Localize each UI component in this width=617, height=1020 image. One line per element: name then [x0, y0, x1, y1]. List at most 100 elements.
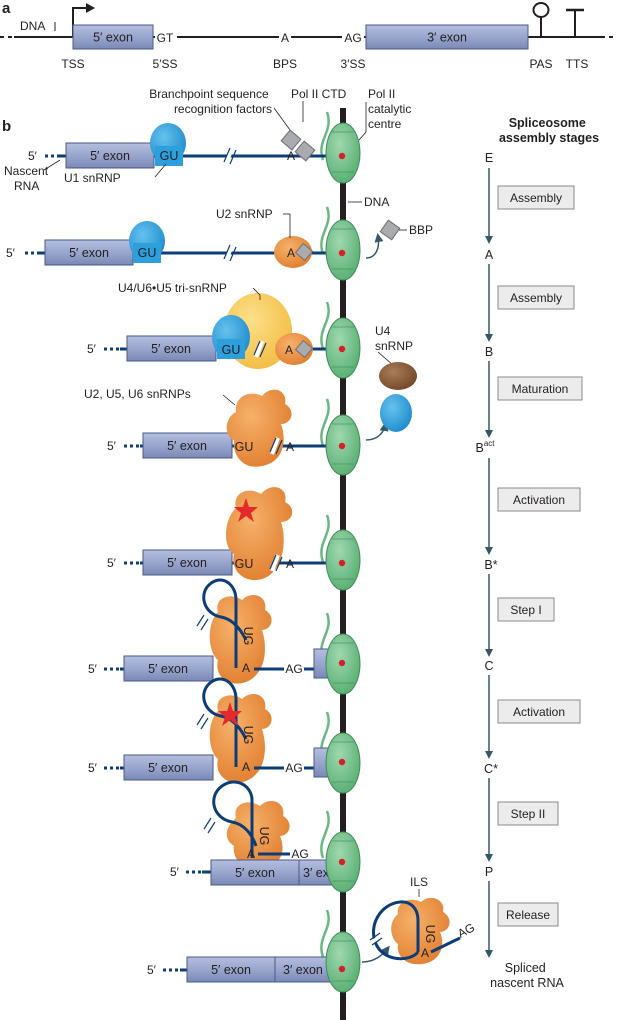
gu-label: GU	[235, 440, 254, 454]
exon-5	[186, 956, 276, 983]
step-label: Activation	[513, 705, 565, 719]
exon-3-label-a: 3′ exon	[427, 31, 467, 45]
a-label: A	[287, 246, 295, 260]
pol-ctd-tail	[320, 514, 330, 563]
u4-leader	[377, 351, 394, 366]
pol-ii	[325, 931, 361, 993]
dna-label: DNA	[20, 19, 45, 33]
catalytic-centre-dot	[338, 758, 346, 766]
ss3-label: 3′SS	[341, 57, 366, 71]
row-p: 5′ UG A AG 5′ exon 3′ exon	[170, 780, 361, 893]
exon-5-label: 5′ exon	[211, 963, 251, 977]
gu-label: GU	[138, 246, 157, 260]
pol-ctd-tail	[320, 810, 330, 859]
bp-factor-diamond	[294, 339, 314, 359]
u1-base	[217, 339, 245, 359]
stages-header: Spliceosome assembly stages	[499, 116, 599, 145]
step-label: Activation	[513, 493, 565, 507]
five-prime-label: 5′	[28, 149, 38, 163]
u4-snrnp-label: U4 snRNP	[375, 324, 413, 353]
break-mark-right	[200, 717, 209, 730]
catalytic-centre-dot	[338, 345, 346, 353]
tts-label: TTS	[566, 57, 589, 71]
ag-knockout	[342, 28, 364, 46]
ag-label: AG	[291, 847, 308, 861]
ug-label: UG	[257, 827, 271, 846]
pas-label: PAS	[529, 57, 552, 71]
stage-label-e: E	[485, 151, 493, 165]
bps-label: BPS	[273, 57, 297, 71]
break-mark-left	[269, 554, 277, 570]
u1-release-arrow	[365, 422, 389, 441]
ss5-label: 5′SS	[153, 57, 178, 71]
u1-leader	[154, 163, 167, 178]
five-prime-label: 5′	[88, 761, 98, 775]
a-label: A	[287, 149, 295, 163]
a-label: A	[286, 440, 294, 454]
break-mark-right	[259, 342, 267, 358]
exon-5-label: 5′ exon	[148, 761, 188, 775]
nascent-leader	[43, 159, 61, 171]
break-mark-knockout	[224, 147, 234, 165]
tss-arrowhead-icon	[86, 3, 95, 13]
step-label: Release	[506, 908, 550, 922]
break-mark-knockout	[196, 714, 208, 730]
a-label: A	[285, 343, 293, 357]
released-u1-snrnp	[380, 394, 412, 432]
gt-label: GT	[157, 31, 174, 45]
step-box-step-i: Step I	[497, 597, 555, 622]
bbp-release-arrow	[365, 233, 384, 259]
ug-label: UG	[241, 627, 255, 646]
u1-snrnp-label: U1 snRNP	[64, 171, 121, 185]
stage-label-bstar: B*	[484, 558, 497, 572]
stage-label-c: C	[484, 659, 493, 673]
a-label: A	[247, 847, 255, 861]
step-label: Step II	[511, 807, 546, 821]
ils-lariat	[372, 900, 420, 961]
step-label: Assembly	[510, 291, 562, 305]
u1-base	[133, 243, 161, 263]
a-knockout	[279, 28, 291, 46]
break-mark-right	[275, 556, 283, 572]
break-mark-right	[371, 937, 383, 946]
u4-snrnp	[379, 362, 417, 390]
panel-letter-b: b	[2, 118, 11, 135]
exon-5-a	[72, 24, 154, 50]
exon-5-label: 5′ exon	[167, 556, 207, 570]
bp-factor-diamond	[294, 140, 316, 162]
exon-3-a	[365, 24, 529, 50]
step-box-activation-1: Activation	[497, 487, 581, 512]
step-box-maturation: Maturation	[497, 376, 583, 401]
exon-5-label: 5′ exon	[235, 866, 275, 880]
break-mark-left	[253, 340, 261, 356]
row-b: 5′ 5′ exon GU A U4/U6•U5 tri-snRNP U4 sn…	[87, 281, 417, 390]
exon-5-label-a: 5′ exon	[93, 31, 133, 45]
ug-label: UG	[423, 925, 437, 944]
break-mark-left	[269, 437, 277, 453]
exon-5	[142, 549, 233, 576]
break-mark-knockout	[254, 340, 264, 358]
break-mark-knockout	[203, 818, 215, 834]
step-box-step-ii: Step II	[497, 801, 559, 826]
u2-snrnp-label: U2 snRNP	[216, 207, 273, 221]
stages-column: Spliceosome assembly stages E A B Bact B…	[475, 116, 599, 990]
catalytic-centre-dot	[338, 965, 346, 973]
a-label: A	[421, 946, 429, 960]
break-mark-left	[196, 713, 205, 726]
activation-star-icon	[234, 498, 258, 522]
tri-snrnp-label: U4/U6•U5 tri-snRNP	[118, 281, 227, 295]
break-mark-knockout	[369, 934, 383, 945]
break-mark-knockout	[270, 437, 280, 455]
pol-ctd-tail	[320, 206, 330, 255]
bbp-square	[379, 219, 401, 241]
lariat-loop	[212, 780, 258, 858]
a-label: A	[281, 31, 289, 45]
step-box-assembly-2: Assembly	[497, 285, 575, 310]
bbp-label: BBP	[409, 223, 433, 237]
tss-label: TSS	[61, 57, 84, 71]
step-label: Maturation	[512, 382, 569, 396]
break-mark-left	[369, 932, 381, 941]
ils-label: ILS	[410, 875, 428, 889]
a-label: A	[286, 557, 294, 571]
